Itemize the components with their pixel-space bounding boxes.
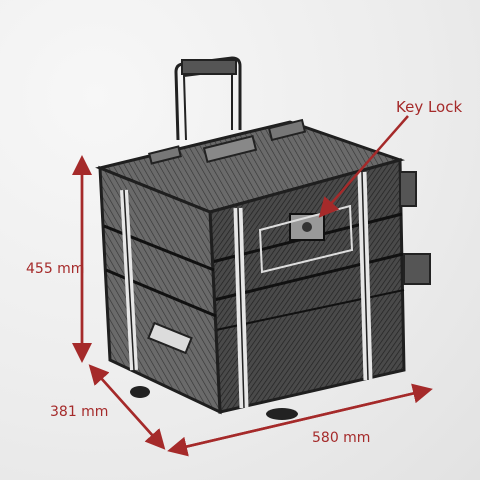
- side-clips: [399, 171, 431, 285]
- depth-label: 381 mm: [50, 404, 109, 420]
- key-lock-label: Key Lock: [396, 98, 463, 116]
- dimension-lines: [72, 115, 433, 457]
- trolley-handle: [174, 56, 242, 141]
- case-body-side: [98, 165, 222, 415]
- wheel-icon: [130, 386, 298, 420]
- key-lock-pointer: [318, 115, 409, 218]
- case-lid: [95, 118, 406, 214]
- width-label: 580 mm: [312, 430, 371, 446]
- height-label: 455 mm: [26, 261, 85, 277]
